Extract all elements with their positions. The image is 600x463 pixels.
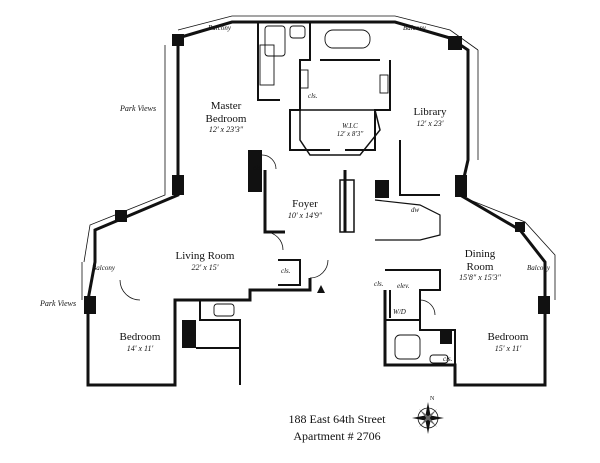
master-bedroom-size: 12' x 23'3" bbox=[208, 125, 244, 135]
library-name: Library bbox=[413, 106, 447, 118]
wic-size: 12' x 8'3" bbox=[336, 130, 364, 139]
foyer-label: Foyer 10' x 14'9" bbox=[280, 198, 330, 220]
entry-arrow bbox=[317, 285, 325, 293]
dining-room-name-1: Dining bbox=[464, 248, 496, 260]
park-views-bottom-label: Park Views bbox=[40, 299, 77, 308]
master-bedroom-name-1: Master bbox=[210, 100, 242, 112]
bedroom-left-label: Bedroom 14' x 11' bbox=[110, 331, 170, 353]
foyer-size: 10' x 14'9" bbox=[287, 210, 323, 220]
bedroom-right-size: 15' x 11' bbox=[494, 343, 522, 353]
living-room-size: 22' x 15' bbox=[191, 262, 219, 272]
compass-icon: N bbox=[412, 396, 444, 434]
foyer-name: Foyer bbox=[292, 198, 318, 210]
door-swings bbox=[119, 154, 436, 316]
compass-north-label: N bbox=[430, 396, 435, 402]
cls-label-bedroom-right: cls. bbox=[443, 355, 453, 363]
cls-label-wic: cls. bbox=[308, 92, 318, 100]
cls-label-master: cls. bbox=[253, 164, 263, 172]
park-views-top-label: Park Views bbox=[120, 104, 157, 113]
address-line-1: 188 East 64th Street bbox=[288, 412, 386, 426]
balcony-label-right: Balcony bbox=[527, 264, 550, 272]
living-room-label: Living Room 22' x 15' bbox=[165, 250, 245, 272]
address-line-2: Apartment # 2706 bbox=[293, 429, 381, 443]
master-bedroom-name-2: Bedroom bbox=[205, 112, 247, 125]
balcony-label-top-left: Balcony bbox=[208, 24, 231, 32]
interior-walls bbox=[175, 22, 456, 385]
dining-room-label: Dining Room 15'8" x 15'3" bbox=[445, 248, 515, 282]
master-bedroom-label: Master Bedroom 12' x 23'3" bbox=[196, 100, 256, 134]
fixtures bbox=[213, 25, 449, 364]
bedroom-right-label: Bedroom 15' x 11' bbox=[478, 331, 538, 353]
wic-name: W.I.C bbox=[342, 122, 358, 130]
balcony-label-top-right: Balcony bbox=[403, 24, 426, 32]
dining-room-name-2: Room bbox=[466, 260, 494, 273]
cls-label-right: cls. bbox=[374, 280, 384, 288]
elev-label: elev. bbox=[397, 282, 410, 290]
wd-label: W/D bbox=[393, 308, 406, 316]
living-room-name: Living Room bbox=[175, 250, 235, 262]
library-label: Library 12' x 23' bbox=[405, 106, 455, 128]
bedroom-right-name: Bedroom bbox=[487, 331, 529, 343]
balcony-lines bbox=[81, 15, 556, 300]
columns bbox=[84, 34, 550, 348]
cls-label-bedroom-left: cls. bbox=[187, 330, 197, 338]
library-size: 12' x 23' bbox=[416, 118, 444, 128]
bedroom-left-size: 14' x 11' bbox=[126, 343, 154, 353]
dining-room-size: 15'8" x 15'3" bbox=[459, 273, 501, 283]
cls-label-foyer: cls. bbox=[281, 267, 291, 275]
bedroom-left-name: Bedroom bbox=[119, 331, 161, 343]
wic-label: W.I.C 12' x 8'3" bbox=[325, 122, 375, 138]
dw-label: dw bbox=[411, 206, 420, 214]
balcony-label-left: Balcony bbox=[92, 264, 115, 272]
